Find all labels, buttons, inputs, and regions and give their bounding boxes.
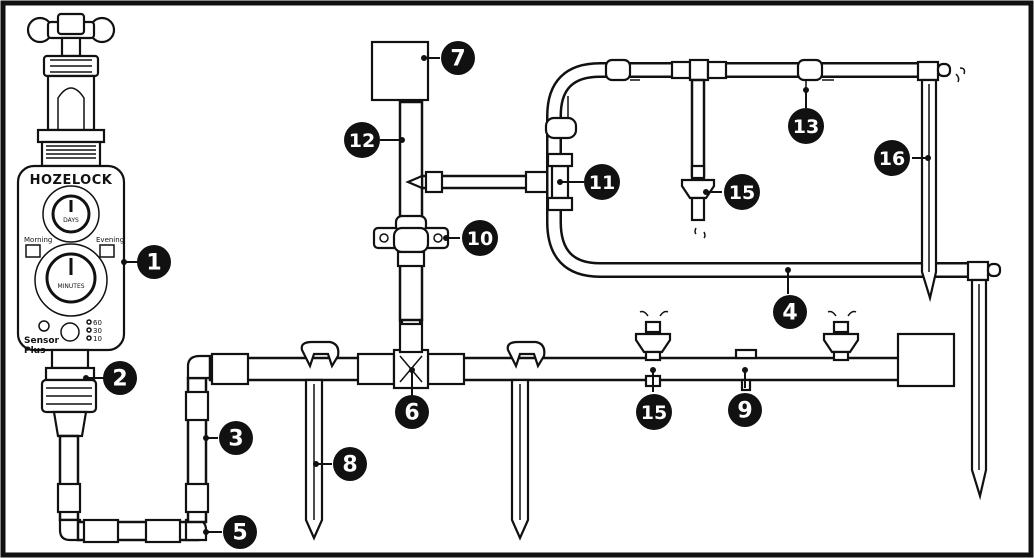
callout-15-main: 15 [636, 394, 672, 430]
timer-brand: HOZELOCK [30, 173, 113, 188]
svg-text:12: 12 [349, 130, 375, 152]
riser-tube [370, 40, 450, 322]
svg-text:16: 16 [879, 148, 905, 170]
callout-10: 10 [462, 220, 498, 256]
svg-text:15: 15 [729, 182, 755, 204]
callout-16: 16 [874, 140, 910, 176]
micro-tube-loop [544, 58, 975, 278]
inline-dripper-2 [822, 310, 860, 362]
svg-text:11: 11 [589, 172, 615, 194]
callout-1: 1 [137, 245, 171, 279]
callout-9: 9 [728, 393, 762, 427]
callout-11: 11 [584, 164, 620, 200]
svg-text:15: 15 [641, 402, 667, 424]
svg-text:7: 7 [450, 47, 465, 72]
sensor-label-2: Plus [24, 346, 45, 356]
callout-15-branch: 15 [724, 174, 760, 210]
callout-4: 4 [773, 295, 807, 329]
end-plug [896, 332, 956, 388]
interval-60: 60 [93, 319, 102, 327]
svg-text:3: 3 [228, 427, 243, 452]
callout-2: 2 [103, 361, 137, 395]
sensor-button-icon [60, 322, 80, 342]
garden-tap [26, 12, 116, 132]
svg-text:2: 2 [112, 367, 127, 392]
days-label: DAYS [63, 217, 79, 224]
svg-text:1: 1 [146, 251, 161, 276]
callout-12: 12 [344, 122, 380, 158]
callout-3: 3 [219, 421, 253, 455]
svg-text:9: 9 [737, 399, 752, 424]
svg-text:4: 4 [782, 301, 797, 326]
svg-text:5: 5 [232, 521, 247, 546]
main-supply-tube [208, 332, 956, 388]
stake-dripper-2 [966, 260, 1002, 501]
interval-10: 10 [93, 335, 102, 343]
evening-label: Evening [96, 236, 124, 244]
callout-5: 5 [223, 515, 257, 549]
sensor-light-icon [38, 320, 50, 332]
water-timer: HOZELOCK DAYS Morning Evening MINUTES 60… [16, 128, 126, 356]
morning-label: Morning [24, 236, 52, 244]
callout-13: 13 [788, 108, 824, 144]
svg-text:6: 6 [404, 401, 419, 426]
interval-30: 30 [93, 327, 102, 335]
micro-tube-branch [405, 170, 564, 194]
sensor-label-1: Sensor [24, 336, 60, 346]
svg-text:8: 8 [342, 453, 357, 478]
riser-end-cap [370, 40, 430, 102]
minutes-label: MINUTES [57, 283, 84, 290]
svg-text:13: 13 [793, 116, 819, 138]
callout-leaders [83, 55, 931, 535]
hose-connector [40, 348, 98, 438]
callout-7: 7 [441, 41, 475, 75]
svg-text:10: 10 [467, 228, 493, 250]
pipe-stake-2 [506, 340, 546, 541]
callout-8: 8 [333, 447, 367, 481]
pipe-stake-1 [300, 340, 340, 541]
supply-tube-left [56, 354, 214, 544]
stake-dripper-1 [916, 60, 966, 303]
callout-6: 6 [395, 395, 429, 429]
